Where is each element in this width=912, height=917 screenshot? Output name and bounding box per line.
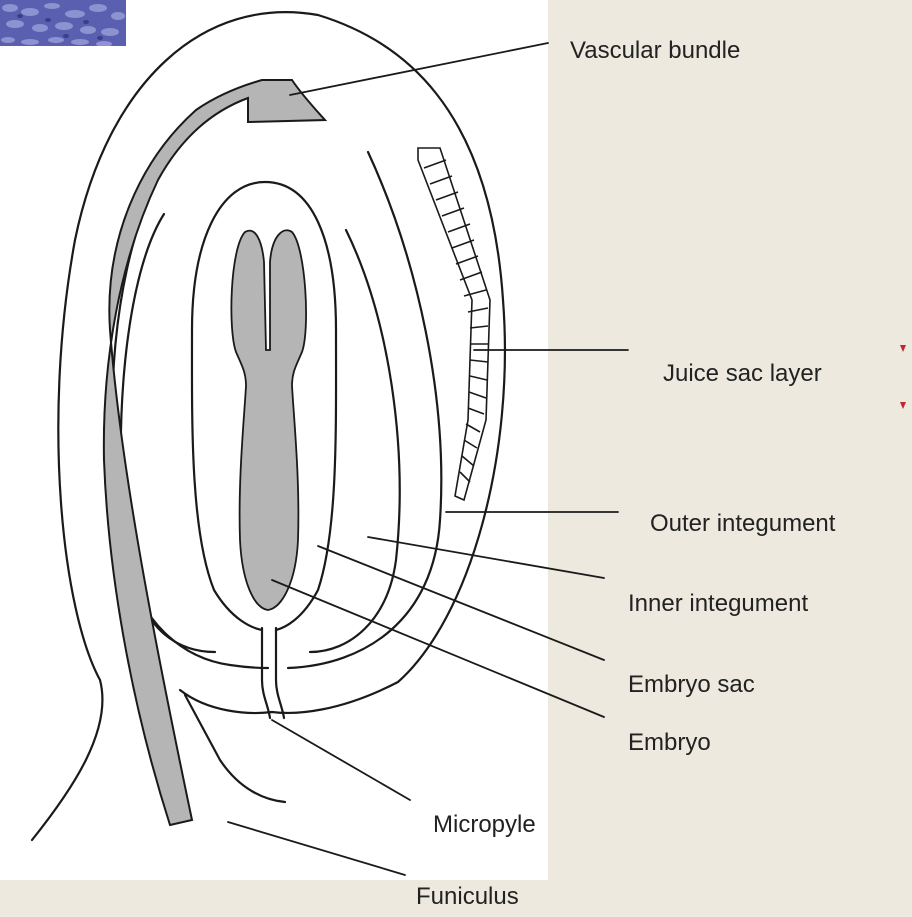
label-embryo: Embryo [628, 729, 711, 757]
label-micropyle: Micropyle [433, 811, 536, 839]
label-outer-integument: Outer integument [650, 510, 835, 538]
micropyle-canal [262, 628, 284, 718]
leader-embryo-sac [318, 546, 604, 660]
leader-embryo [272, 580, 604, 717]
label-inner-integument: Inner integument [628, 590, 808, 618]
leader-funiculus [228, 822, 405, 875]
leader-inner-integument [368, 537, 604, 578]
label-vascular-bundle: Vascular bundle [570, 37, 740, 65]
embryo-shape [231, 230, 306, 610]
label-embryo-sac: Embryo sac [628, 671, 755, 699]
leader-vascular-bundle [290, 43, 548, 95]
label-funiculus: Funiculus [416, 883, 519, 911]
label-juice-sac-layer: Juice sac layer [663, 360, 822, 388]
juice-sac-layer-cells [418, 148, 490, 500]
red-bullet-marks [900, 345, 906, 409]
leader-micropyle [272, 720, 410, 800]
